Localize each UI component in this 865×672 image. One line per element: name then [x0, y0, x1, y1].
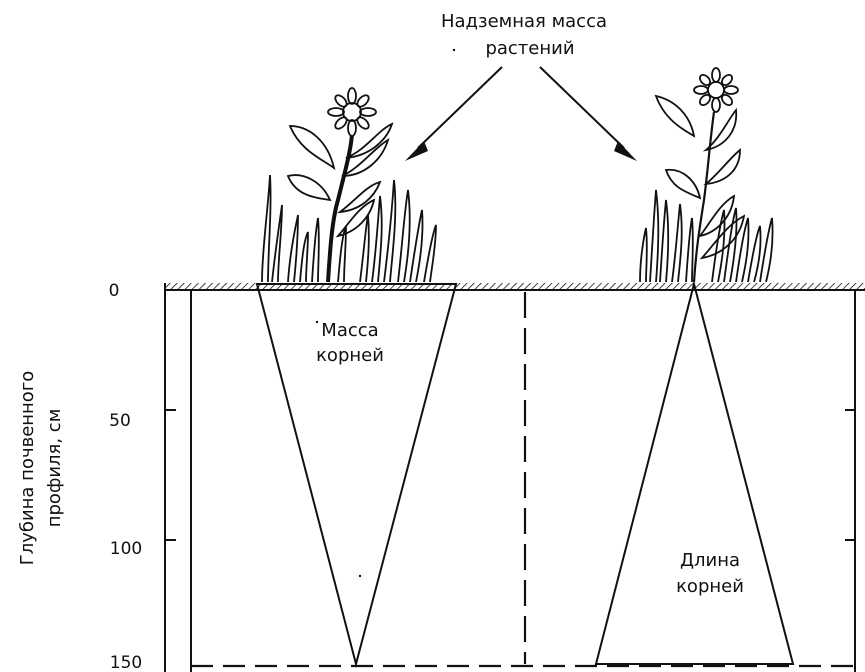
right-plant-illustration — [640, 68, 773, 282]
y-tick-50: 50 — [109, 411, 131, 431]
arrow-left — [405, 67, 502, 161]
root-length-label-line-2: корней — [676, 576, 744, 597]
root-mass-label-line-1: Масса — [321, 320, 378, 341]
root-mass-label-line-2: корней — [316, 345, 384, 366]
root-length-triangle — [596, 284, 793, 664]
y-axis-label: Глубина почвенного профиля, см — [17, 371, 65, 566]
y-tick-100: 100 — [110, 539, 142, 559]
title-line-1: Надземная масса — [441, 11, 607, 32]
y-axis-label-line-1: Глубина почвенного — [17, 371, 38, 566]
arrow-right — [540, 67, 637, 161]
y-axis-label-line-2: профиля, см — [44, 409, 65, 528]
root-mass-triangle — [257, 284, 456, 664]
stray-dot — [453, 49, 455, 51]
y-tick-0: 0 — [109, 281, 120, 301]
stray-dot-2 — [316, 321, 318, 323]
y-tick-150: 150 — [110, 653, 142, 672]
title-line-2: растений — [485, 38, 574, 59]
root-length-label-line-1: Длина — [680, 550, 740, 571]
stray-dot-3 — [359, 575, 361, 577]
left-plant-illustration — [262, 88, 436, 282]
profile-frame — [165, 283, 855, 672]
